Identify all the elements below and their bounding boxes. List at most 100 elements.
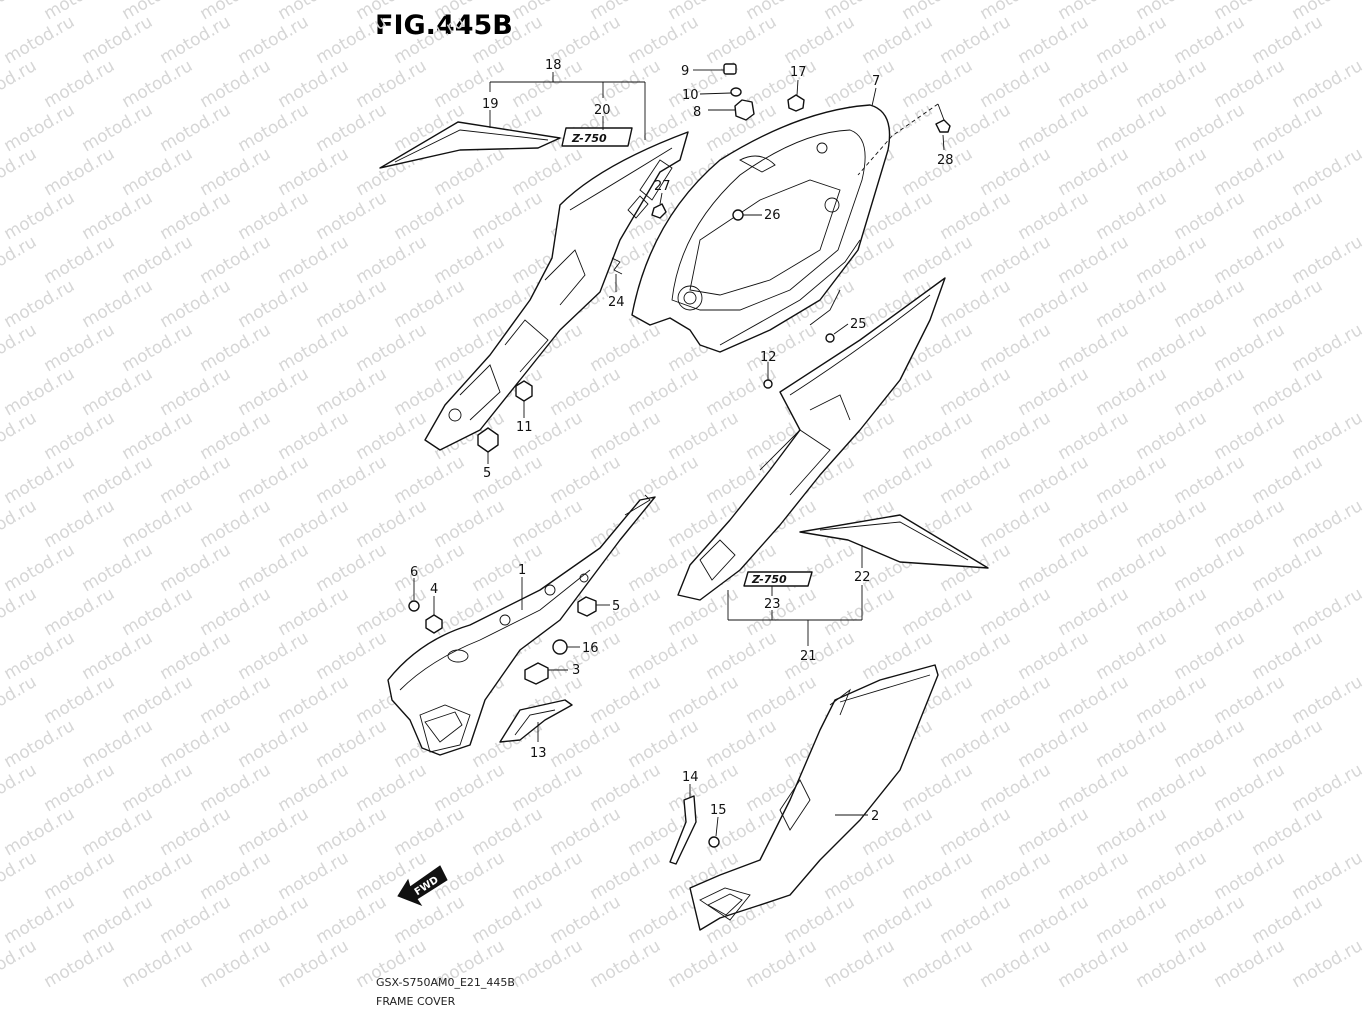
- part-25-screw[interactable]: [825, 333, 835, 343]
- watermark-text: motod.ru: [391, 804, 469, 860]
- callout-12[interactable]: 12: [760, 350, 777, 365]
- callout-28[interactable]: 28: [937, 153, 954, 168]
- watermark-text: motod.ru: [157, 716, 235, 772]
- watermark-text: motod.ru: [469, 804, 547, 860]
- callout-8[interactable]: 8: [693, 105, 701, 120]
- callout-5-lower[interactable]: 5: [612, 599, 620, 614]
- part-24-clip[interactable]: [611, 257, 623, 275]
- part-4-grommet[interactable]: [425, 614, 443, 634]
- watermark-text: motod.ru: [1015, 716, 1093, 772]
- part-15-screw[interactable]: [708, 836, 720, 848]
- watermark-text: motod.ru: [509, 408, 587, 464]
- part-22-decal[interactable]: [799, 514, 989, 569]
- callout-4[interactable]: 4: [430, 582, 438, 597]
- watermark-text: motod.ru: [119, 408, 197, 464]
- callout-10[interactable]: 10: [682, 88, 699, 103]
- callout-9[interactable]: 9: [681, 64, 689, 79]
- watermark-text: motod.ru: [703, 716, 781, 772]
- watermark-text: motod.ru: [743, 56, 821, 112]
- part-5-grommet-lower[interactable]: [577, 596, 597, 617]
- part-12-screw[interactable]: [763, 379, 773, 389]
- callout-7[interactable]: 7: [872, 74, 880, 89]
- part-6-screw[interactable]: [408, 600, 420, 612]
- watermark-text: motod.ru: [859, 452, 937, 508]
- part-27-cushion[interactable]: [651, 203, 667, 219]
- callout-15[interactable]: 15: [710, 803, 727, 818]
- part-13-bracket[interactable]: [499, 699, 573, 743]
- watermark-text: motod.ru: [119, 672, 197, 728]
- watermark-text: motod.ru: [1171, 716, 1249, 772]
- watermark-text: motod.ru: [313, 892, 391, 948]
- watermark-text: motod.ru: [119, 144, 197, 200]
- callout-18[interactable]: 18: [545, 58, 562, 73]
- part-5-grommet-upper[interactable]: [477, 427, 499, 453]
- callout-17[interactable]: 17: [790, 65, 807, 80]
- part-19-decal[interactable]: [379, 121, 561, 169]
- watermark-text: motod.ru: [0, 760, 40, 816]
- part-1-frame-cover-left[interactable]: [387, 494, 656, 756]
- right-tail-cover[interactable]: [677, 277, 946, 601]
- part-26-screw[interactable]: [732, 209, 744, 221]
- watermark-text: motod.ru: [1171, 892, 1249, 948]
- part-17-cap[interactable]: [787, 94, 805, 112]
- watermark-text: motod.ru: [1133, 56, 1211, 112]
- callout-3[interactable]: 3: [572, 663, 580, 678]
- watermark-text: motod.ru: [275, 672, 353, 728]
- part-16-grommet[interactable]: [552, 639, 568, 655]
- watermark-text: motod.ru: [41, 232, 119, 288]
- watermark-text: motod.ru: [313, 716, 391, 772]
- watermark-text: motod.ru: [41, 496, 119, 552]
- callout-26[interactable]: 26: [764, 208, 781, 223]
- watermark-text: motod.ru: [157, 804, 235, 860]
- callout-19[interactable]: 19: [482, 97, 499, 112]
- watermark-text: motod.ru: [859, 12, 937, 68]
- callout-23[interactable]: 23: [764, 597, 781, 612]
- part-28-clip[interactable]: [935, 119, 951, 133]
- callout-20[interactable]: 20: [594, 103, 611, 118]
- watermark-text: motod.ru: [1289, 672, 1365, 728]
- watermark-text: motod.ru: [977, 320, 1055, 376]
- watermark-text: motod.ru: [197, 584, 275, 640]
- callout-5-upper[interactable]: 5: [483, 466, 491, 481]
- part-7-tail-cowl[interactable]: [631, 104, 891, 353]
- watermark-text: motod.ru: [1015, 540, 1093, 596]
- watermark-text: motod.ru: [197, 672, 275, 728]
- watermark-text: motod.ru: [1015, 804, 1093, 860]
- watermark-text: motod.ru: [625, 452, 703, 508]
- part-8-cushion[interactable]: [734, 99, 755, 121]
- callout-25[interactable]: 25: [850, 317, 867, 332]
- watermark-text: motod.ru: [1211, 936, 1289, 992]
- callout-24[interactable]: 24: [608, 295, 625, 310]
- callout-22[interactable]: 22: [854, 570, 871, 585]
- watermark-text: motod.ru: [1211, 760, 1289, 816]
- watermark-text: motod.ru: [1, 892, 79, 948]
- callout-16[interactable]: 16: [582, 641, 599, 656]
- callout-21[interactable]: 21: [800, 649, 817, 664]
- watermark-text: motod.ru: [1, 364, 79, 420]
- part-2-frame-cover-right[interactable]: [689, 664, 939, 931]
- callout-11[interactable]: 11: [516, 420, 533, 435]
- part-3-cushion[interactable]: [524, 662, 549, 685]
- callout-2[interactable]: 2: [871, 809, 879, 824]
- callout-1[interactable]: 1: [518, 563, 526, 578]
- watermark-text: motod.ru: [1249, 188, 1327, 244]
- callout-13[interactable]: 13: [530, 746, 547, 761]
- watermark-text: motod.ru: [313, 628, 391, 684]
- callout-14[interactable]: 14: [682, 770, 699, 785]
- part-11-grommet[interactable]: [515, 380, 533, 402]
- callout-6[interactable]: 6: [410, 565, 418, 580]
- part-20-emblem[interactable]: Z-750: [561, 127, 633, 147]
- part-23-emblem[interactable]: Z-750: [743, 571, 813, 587]
- watermark-text: motod.ru: [899, 584, 977, 640]
- watermark-text: motod.ru: [41, 936, 119, 992]
- watermark-text: motod.ru: [235, 364, 313, 420]
- part-14-stay[interactable]: [669, 795, 697, 865]
- watermark-text: motod.ru: [1249, 540, 1327, 596]
- part-10-washer[interactable]: [730, 87, 742, 97]
- watermark-text: motod.ru: [1133, 408, 1211, 464]
- watermark-text: motod.ru: [1015, 276, 1093, 332]
- left-tail-cover[interactable]: [424, 131, 689, 451]
- part-9-bolt[interactable]: [708, 63, 737, 75]
- watermark-text: motod.ru: [1055, 320, 1133, 376]
- callout-27[interactable]: 27: [654, 179, 671, 194]
